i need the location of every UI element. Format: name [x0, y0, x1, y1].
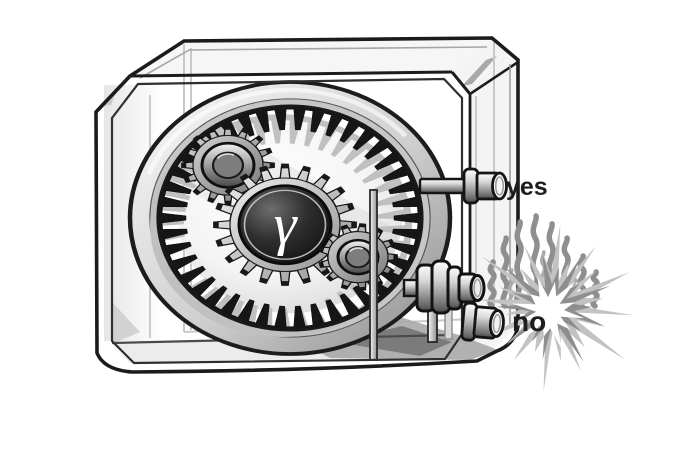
flame-strand	[514, 219, 524, 309]
chamfer-highlight-right	[462, 56, 497, 86]
gear-train-icon	[127, 80, 453, 356]
gamma-symbol: γ	[274, 192, 299, 257]
sun-gear	[213, 163, 357, 286]
planet-gear-bottom-right-bore	[344, 245, 372, 269]
pin-cap	[491, 171, 508, 201]
sun-hub	[237, 184, 333, 266]
label-no: no	[512, 306, 546, 337]
burst-icon	[478, 224, 634, 392]
planet-gear-bottom-right-highlight	[348, 247, 364, 253]
floor-left-wedge	[112, 302, 140, 344]
coupling-cap-inner	[473, 278, 482, 298]
no-pin	[460, 301, 505, 342]
coupling-cap	[469, 274, 486, 302]
flame-strand	[487, 259, 497, 309]
pin-cap-inner	[492, 314, 502, 334]
coupling-cylinder	[402, 259, 486, 315]
pin-cap	[488, 309, 505, 338]
support-rod	[369, 189, 378, 361]
burst-core	[511, 276, 585, 349]
pin-shaft	[418, 177, 472, 195]
pin-cap-inner	[494, 176, 505, 196]
label-yes: yes	[506, 173, 548, 201]
rim-inner-edge	[156, 104, 424, 332]
flame-strand-light	[507, 268, 515, 306]
yes-pin	[418, 167, 508, 205]
gear-floor-shadow-dark	[336, 326, 452, 356]
planet-gear-top-left-bore	[211, 151, 245, 179]
sun-hub-ring	[243, 189, 327, 260]
box-silhouette-stroke	[94, 36, 520, 374]
top-face-inner-line	[139, 46, 488, 79]
rim-inner-line	[149, 98, 431, 338]
planet-gear-top-left-highlight	[216, 153, 235, 159]
rim-highlight	[146, 88, 408, 176]
